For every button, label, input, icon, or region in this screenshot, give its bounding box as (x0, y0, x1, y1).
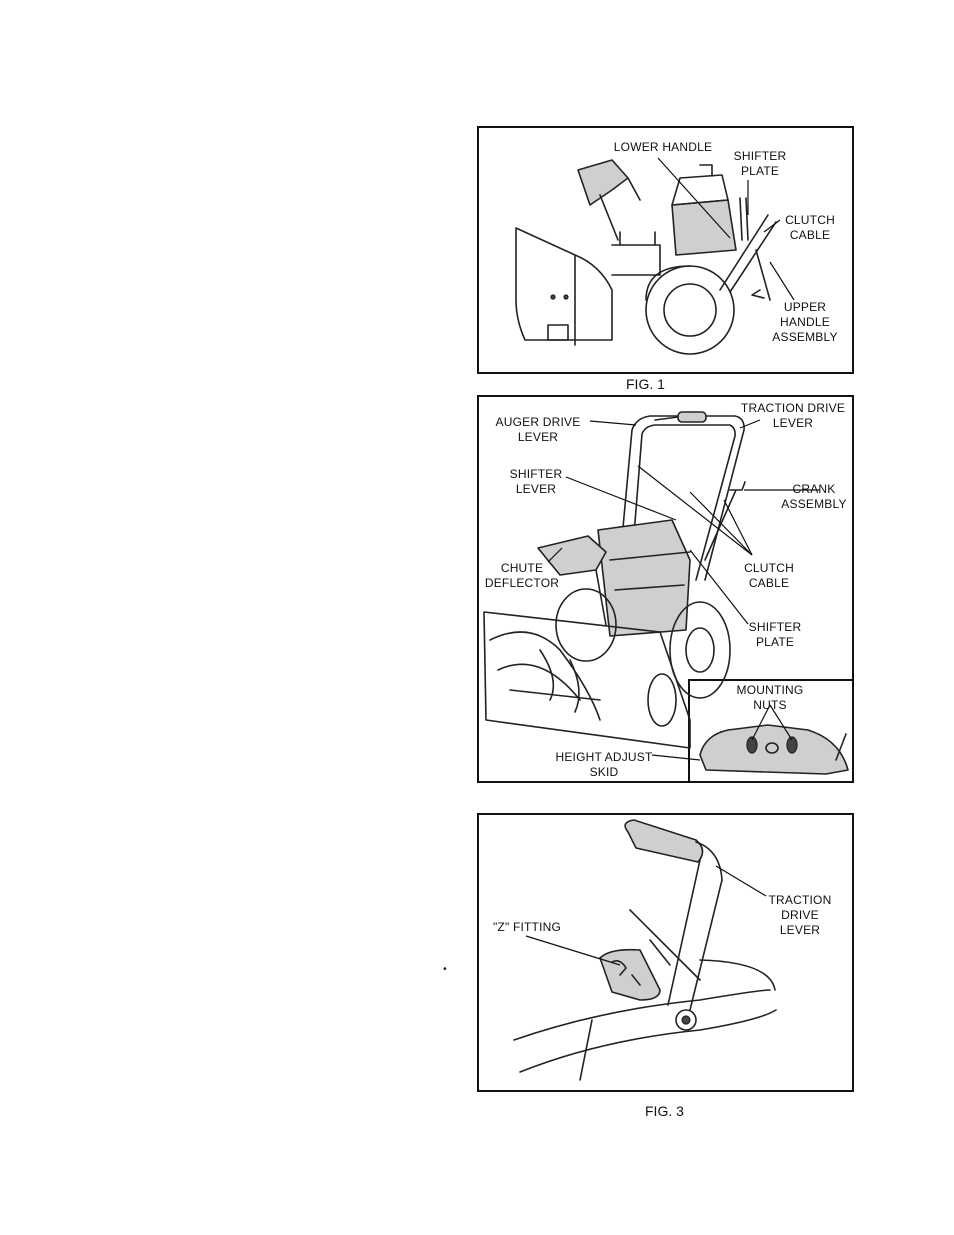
fig3-label-z-fitting: "Z" FITTING (482, 920, 572, 935)
stray-mark: • (440, 962, 450, 977)
fig3-caption: FIG. 3 (645, 1103, 684, 1119)
